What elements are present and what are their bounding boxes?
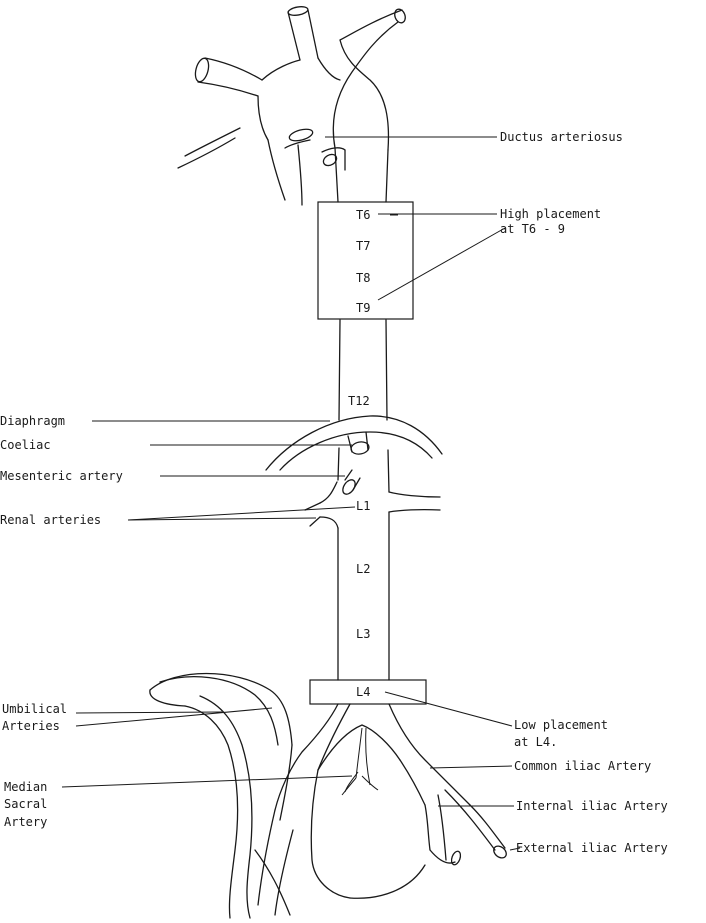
label-low-placement: Low placement: [514, 718, 608, 732]
label-sacral-artery: Artery: [4, 815, 47, 829]
vertebra-t8: T8: [356, 271, 370, 285]
label-ductus-arteriosus: Ductus arteriosus: [500, 130, 623, 144]
vertebra-t12: T12: [348, 394, 370, 408]
iliac-arteries: [257, 703, 507, 916]
label-umbilical-arteries: Arteries: [2, 719, 60, 733]
vertebra-l1: L1: [356, 499, 370, 513]
leader-lines: [61, 136, 521, 851]
label-umbilical: Umbilical: [2, 702, 67, 716]
label-sacral: Sacral: [4, 797, 47, 811]
label-coeliac: Coeliac: [0, 438, 51, 452]
label-internal-iliac: Internal iliac Artery: [516, 799, 668, 813]
aortic-arch: [177, 6, 406, 206]
label-diaphragm: Diaphragm: [0, 414, 65, 428]
diaphragm: [265, 415, 443, 471]
label-renal-arteries: Renal arteries: [0, 513, 101, 527]
vertebra-l3: L3: [356, 627, 370, 641]
vertebra-t6: T6: [356, 208, 370, 222]
label-external-iliac: External iliac Artery: [516, 841, 668, 855]
descending-aorta: [304, 147, 441, 681]
vertebra-l4: L4: [356, 685, 370, 699]
label-mesenteric-artery: Mesenteric artery: [0, 469, 123, 483]
vertebra-t7: T7: [356, 239, 370, 253]
high-placement-box: [317, 201, 414, 320]
coeliac-trunk: [347, 431, 370, 455]
umbilical-arteries: [149, 672, 293, 919]
vertebra-t9: T9: [356, 301, 370, 315]
label-low-placement-level: at L4.: [514, 735, 557, 749]
low-placement-box: [309, 679, 427, 705]
label-common-iliac: Common iliac Artery: [514, 759, 651, 773]
label-median: Median: [4, 780, 47, 794]
label-high-placement-level: at T6 - 9: [500, 222, 565, 236]
mesenteric-artery: [342, 469, 361, 495]
label-high-placement: High placement: [500, 207, 601, 221]
vertebra-l2: L2: [356, 562, 370, 576]
